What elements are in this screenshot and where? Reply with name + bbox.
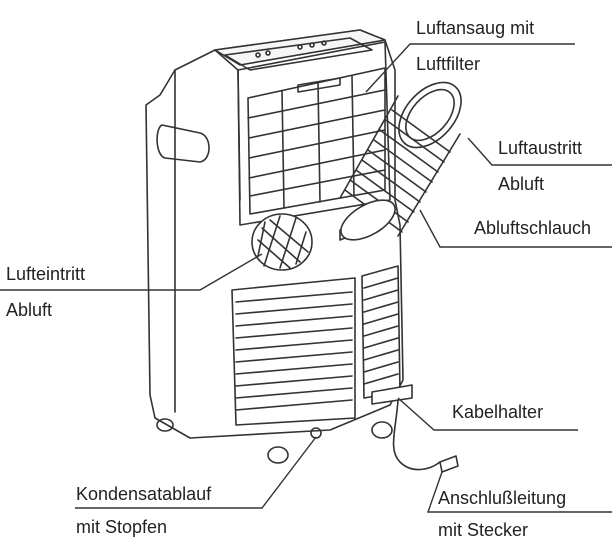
exhaust-hose [339, 81, 462, 241]
label-kabelhalter: Kabelhalter [452, 402, 544, 422]
label-lufteintritt-line2: Abluft [6, 300, 53, 320]
power-cable [392, 399, 441, 471]
power-plug [439, 455, 459, 473]
label-luftaustritt-line1: Luftaustritt [498, 138, 583, 158]
front-face [237, 41, 391, 226]
label-luftansaug-line1: Luftansaug mit [416, 18, 535, 38]
wheels [156, 418, 393, 464]
control-button [309, 42, 315, 48]
leader-lufteintritt [0, 253, 263, 291]
control-button [297, 44, 303, 50]
leader-luftaustritt [467, 137, 612, 166]
label-luftaustritt-line2: Abluft [498, 174, 545, 194]
cable-holder [371, 384, 413, 405]
side-handle [156, 124, 210, 163]
label-luftansaug-line2: Luftfilter [416, 54, 481, 74]
label-abluftschlauch: Abluftschlauch [474, 218, 592, 238]
label-kondensat-line2: mit Stopfen [76, 517, 168, 537]
exhaust-inlet-grille [251, 213, 313, 271]
control-button [321, 40, 327, 46]
leader-kabelhalter [397, 397, 578, 431]
leader-kondensat [75, 436, 317, 509]
label-anschluss-line1: Anschlußleitung [438, 488, 567, 508]
leader-anschluss [427, 471, 612, 513]
label-kondensat-line1: Kondensatablauf [76, 484, 212, 504]
leader-abluftschlauch [419, 209, 612, 248]
control-panel [224, 37, 373, 71]
label-anschluss-line2: mit Stecker [438, 520, 529, 540]
label-lufteintritt-line1: Lufteintritt [6, 264, 86, 284]
air-filter-grille [247, 67, 386, 215]
leader-luftansaug [365, 43, 575, 93]
control-button [255, 52, 261, 58]
control-button [265, 50, 271, 56]
